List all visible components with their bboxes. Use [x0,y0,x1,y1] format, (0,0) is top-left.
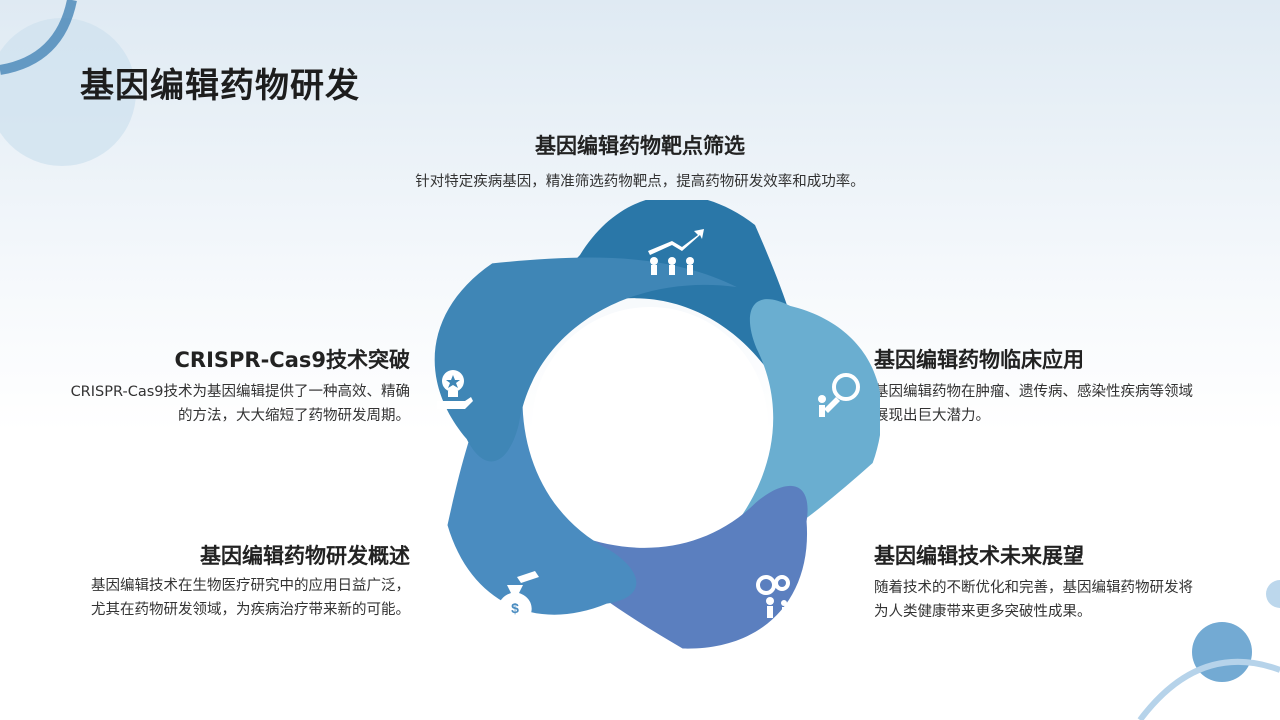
svg-text:$: $ [511,600,519,616]
target-screening-text: 针对特定疾病基因，精准筛选药物靶点，提高药物研发效率和成功率。 [415,174,865,190]
future-outlook-text: 随着技术的不断优化和完善，基因编辑药物研发将为人类健康带来更多突破性成果。 [874,580,1193,620]
petal-left [434,257,737,462]
crispr-title: CRISPR-Cas9技术突破 [174,348,411,372]
crispr-text: CRISPR-Cas9技术为基因编辑提供了一种高效、精确的方法，大大缩短了药物研… [70,384,410,424]
cycle-diagram: $ [434,200,880,649]
bottom-right-decoration [1137,580,1280,720]
overview-text: 基因编辑技术在生物医疗研究中的应用日益广泛，尤其在药物研发领域，为疾病治疗带来新… [91,578,410,618]
magnifier-person-icon [818,373,860,417]
center-circle [532,307,768,543]
top-left-decoration [0,0,136,166]
future-outlook-title: 基因编辑技术未来展望 [874,544,1084,568]
petal-right [660,299,880,588]
page-title: 基因编辑药物研发 [80,66,360,106]
overview-title: 基因编辑药物研发概述 [200,544,410,568]
lightbulb-hand-icon [437,370,473,409]
money-bag-icon: $ [498,571,539,618]
target-screening-title: 基因编辑药物靶点筛选 [535,134,745,158]
teamwork-growth-icon [648,229,704,275]
clinical-application-title: 基因编辑药物临床应用 [874,348,1084,372]
clinical-application-text: 基因编辑药物在肿瘤、遗传病、感染性疾病等领域展现出巨大潜力。 [874,384,1193,424]
petal-bottom-right [498,485,808,649]
gears-person-icon [756,575,790,618]
